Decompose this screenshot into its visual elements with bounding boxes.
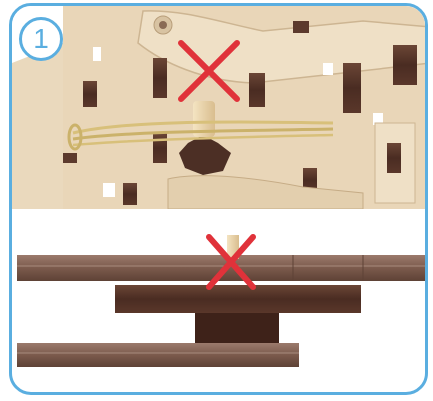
- step-number-badge: 1: [19, 17, 63, 61]
- illustration-frame: [9, 3, 428, 395]
- step-number: 1: [33, 23, 49, 54]
- top-view-panel: [12, 6, 428, 212]
- assembly-illustration: [12, 6, 428, 395]
- side-view-panel: [17, 235, 428, 367]
